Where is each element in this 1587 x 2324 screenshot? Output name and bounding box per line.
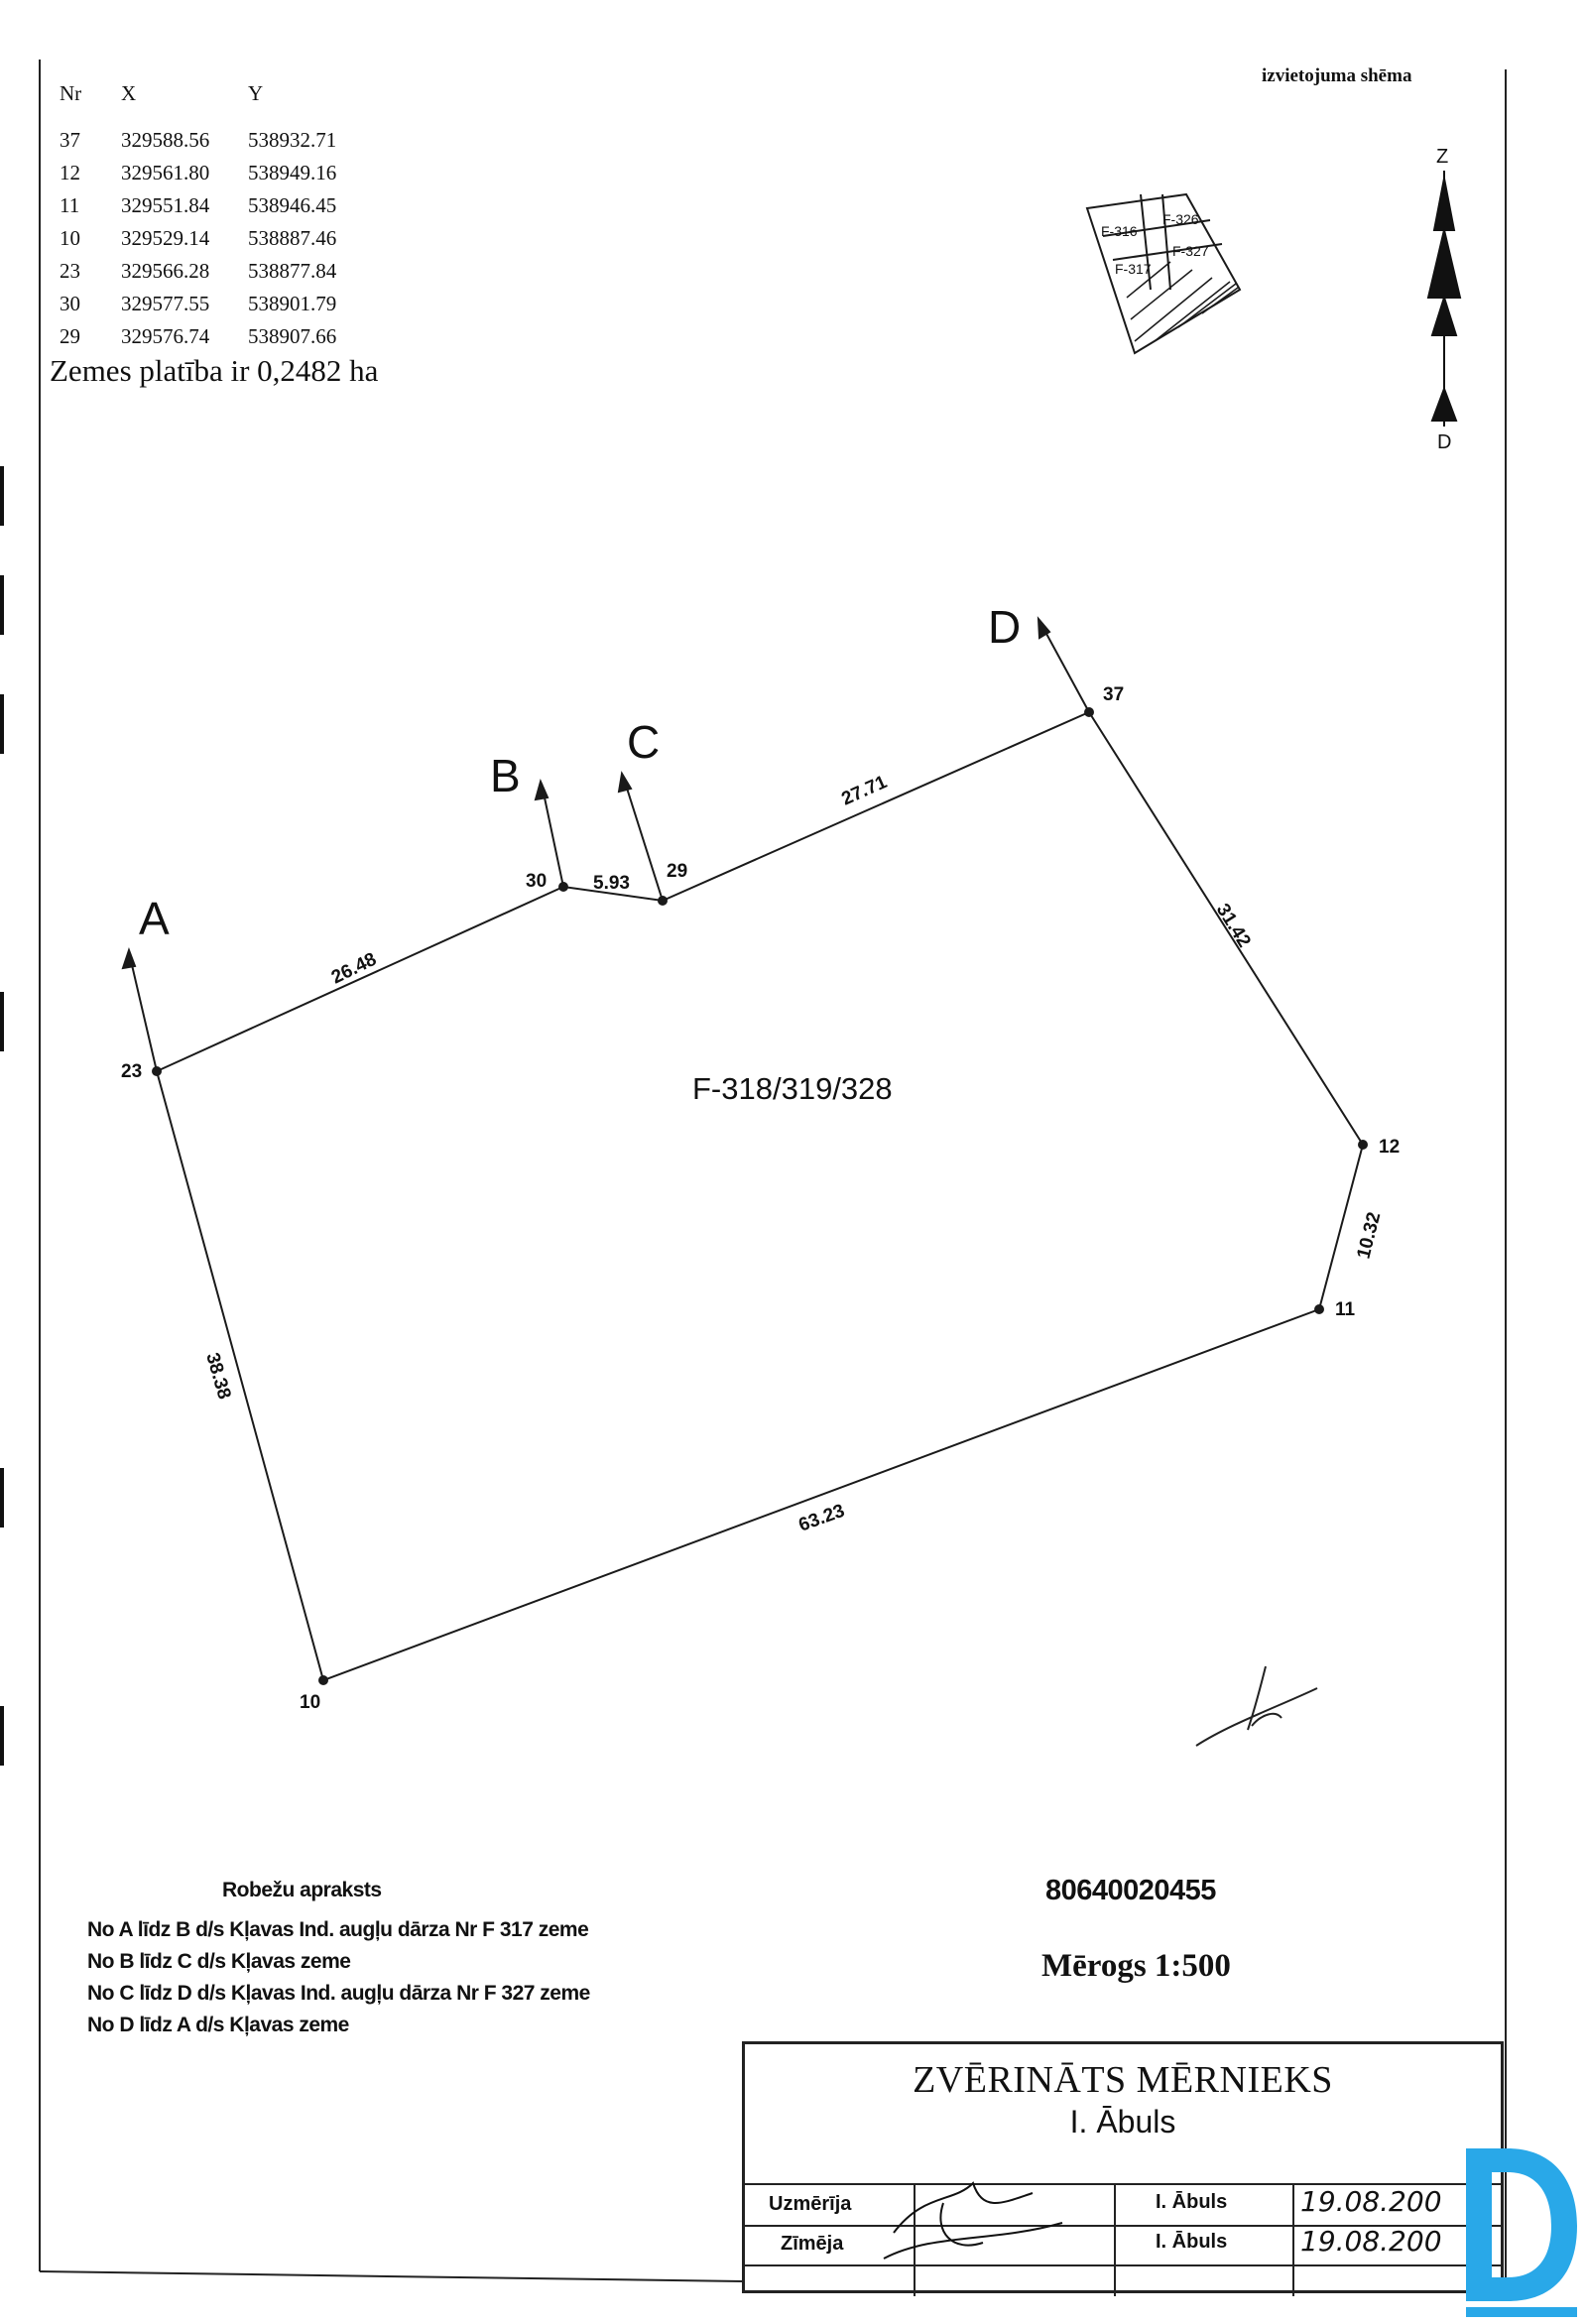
point-label-10: 10 <box>300 1692 320 1713</box>
cell-y: 538877.84 <box>248 259 337 283</box>
cell-x: 329529.14 <box>121 226 210 250</box>
coordinate-row: 23 329566.28 538877.84 <box>60 255 397 288</box>
stamp-grid-line <box>745 2264 1501 2266</box>
scale-text: Mērogs 1:500 <box>1041 1948 1231 1984</box>
minimap-label-f317: F-317 <box>1115 261 1152 277</box>
cell-y: 538887.46 <box>248 226 337 250</box>
boundary-description: Robežu apraksts No A līdz B d/s Kļavas I… <box>87 1875 590 2041</box>
cell-y: 538907.66 <box>248 324 337 348</box>
minimap-label-f327: F-327 <box>1172 243 1209 259</box>
stamp-person: I. Ābuls <box>1156 2231 1228 2253</box>
stamp-role: Uzmērīja <box>769 2193 852 2215</box>
cell-nr: 37 <box>60 128 80 152</box>
coordinate-row: 10 329529.14 538887.46 <box>60 222 397 255</box>
stamp-grid-line <box>745 2183 1501 2185</box>
stamp-grid-line <box>1292 2183 1294 2296</box>
cell-nr: 23 <box>60 259 80 283</box>
cell-nr: 11 <box>60 193 80 217</box>
cell-y: 538949.16 <box>248 161 337 184</box>
boundary-line: No C līdz D d/s Kļavas Ind. augļu dārza … <box>87 1982 590 2005</box>
cell-x: 329577.55 <box>121 292 210 315</box>
vertex-markers <box>152 707 1368 1685</box>
boundary-line: No B līdz C d/s Kļavas zeme <box>87 1950 351 1973</box>
cell-x: 329566.28 <box>121 259 210 283</box>
stamp-signature <box>883 2181 1063 2260</box>
stamp-grid: Uzmērīja I. Ābuls 19.08.200 Zīmēja I. Āb… <box>745 2181 1501 2296</box>
minimap-label-f316: F-316 <box>1101 223 1138 239</box>
direction-arrows <box>121 616 1090 1072</box>
stamp-grid-line <box>745 2225 1501 2227</box>
coordinate-row: 29 329576.74 538907.66 <box>60 320 397 353</box>
compass-north-label: Z <box>1436 146 1448 168</box>
coordinate-table: Nr X Y 37 329588.56 538932.71 12 329561.80 538… <box>60 77 397 353</box>
stamp-date: 19.08.200 <box>1300 2185 1442 2218</box>
stamp-person: I. Ābuls <box>1156 2191 1228 2213</box>
cell-y: 538946.45 <box>248 193 337 217</box>
cell-x: 329561.80 <box>121 161 210 184</box>
cell-y: 538901.79 <box>248 292 337 315</box>
point-label-11: 11 <box>1335 1299 1356 1320</box>
stamp-title: ZVĒRINĀTS MĒRNIEKS <box>913 2059 1333 2101</box>
stamp-role: Zīmēja <box>781 2233 844 2255</box>
page-frame <box>39 60 1507 2282</box>
direction-label-c: C <box>627 716 660 768</box>
direction-label-d: D <box>988 601 1021 653</box>
direction-label-b: B <box>490 750 521 801</box>
direction-label-a: A <box>139 893 170 944</box>
point-label-37: 37 <box>1103 684 1124 705</box>
coordinate-row: 12 329561.80 538949.16 <box>60 157 397 189</box>
edge-length-11-10: 63.23 <box>796 1501 848 1536</box>
point-label-30: 30 <box>526 871 547 892</box>
edge-length-30-29: 5.93 <box>593 873 630 894</box>
surveyor-stamp: ZVĒRINĀTS MĒRNIEKS I. Ābuls Uzmērīja I. … <box>742 2041 1504 2296</box>
cell-x: 329576.74 <box>121 324 210 348</box>
boundary-description-title: Robežu apraksts <box>222 1879 382 1901</box>
edge-length-10-23: 38.38 <box>201 1351 234 1402</box>
coordinate-row: 30 329577.55 538901.79 <box>60 288 397 320</box>
coordinate-row: 37 329588.56 538932.71 <box>60 124 397 157</box>
coordinate-row: 11 329551.84 538946.45 <box>60 189 397 222</box>
land-area-text: Zemes platība ir 0,2482 ha <box>50 353 379 388</box>
point-label-12: 12 <box>1379 1137 1400 1158</box>
cell-nr: 12 <box>60 161 80 184</box>
cell-x: 329588.56 <box>121 128 210 152</box>
parcel-label: F-318/319/328 <box>692 1071 893 1106</box>
compass-south-label: D <box>1437 431 1451 453</box>
minimap-hatch <box>1126 261 1239 342</box>
boundary-line: No A līdz B d/s Kļavas Ind. augļu dārza … <box>87 1918 589 1941</box>
stamp-grid-line <box>1114 2183 1116 2296</box>
cell-nr: 29 <box>60 324 80 348</box>
cell-y: 538932.71 <box>248 128 337 152</box>
edge-length-37-12: 31.42 <box>1212 901 1255 951</box>
coordinate-table-header: Nr X Y <box>60 77 397 110</box>
point-label-23: 23 <box>121 1061 142 1082</box>
header-x: X <box>121 81 137 105</box>
boundary-line: No D līdz A d/s Kļavas zeme <box>87 2014 349 2036</box>
cell-x: 329551.84 <box>121 193 210 217</box>
location-minimap <box>1085 192 1242 355</box>
brand-logo-icon <box>1466 2148 1577 2317</box>
stamp-surveyor-name: I. Ābuls <box>1069 2104 1176 2140</box>
edge-length-12-11: 10.32 <box>1353 1210 1385 1261</box>
cell-nr: 30 <box>60 292 80 315</box>
minimap-label-f326: F-326 <box>1162 211 1199 227</box>
cadastre-number: 80640020455 <box>1045 1875 1216 1906</box>
location-scheme-title: izvietojuma shēma <box>1262 65 1412 86</box>
point-label-29: 29 <box>667 861 687 882</box>
parcel-boundary <box>155 710 1365 1682</box>
signature-mark <box>1195 1665 1318 1747</box>
stamp-grid-line <box>914 2183 916 2296</box>
stamp-date: 19.08.200 <box>1300 2225 1442 2258</box>
north-arrow-icon <box>1426 171 1462 427</box>
header-y: Y <box>248 81 264 105</box>
cell-nr: 10 <box>60 226 80 250</box>
header-nr: Nr <box>60 81 82 105</box>
